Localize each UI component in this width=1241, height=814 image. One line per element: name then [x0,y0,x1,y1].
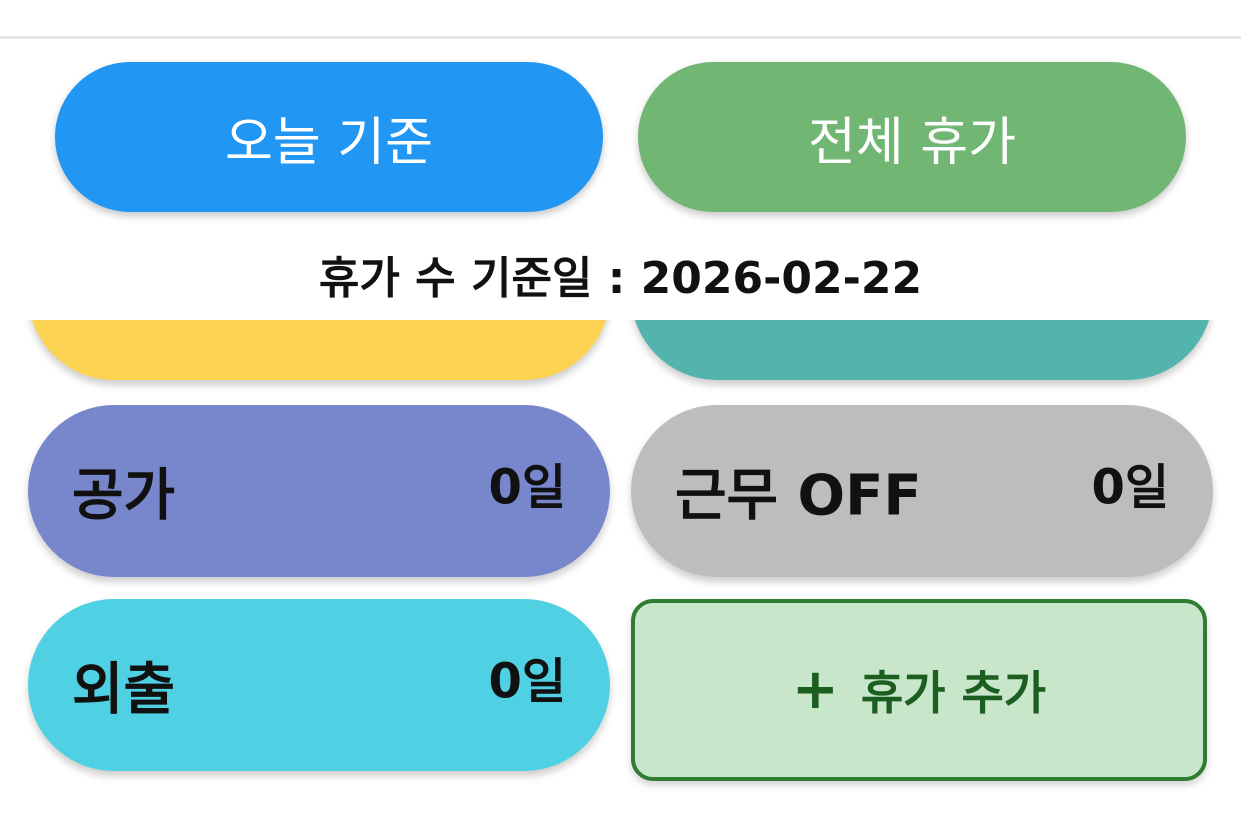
leave-card-partially-hidden-left[interactable] [28,320,610,380]
today-basis-button[interactable]: 오늘 기준 [55,62,603,212]
leave-card-partially-hidden-right[interactable] [631,320,1213,380]
leave-type-grid[interactable]: 공가 0일 근무 OFF 0일 외출 0일 + 휴가 추가 [0,320,1241,814]
leave-card-name: 외출 [72,657,176,723]
all-leave-button[interactable]: 전체 휴가 [638,62,1186,212]
leave-card-name: 공가 [72,463,176,529]
plus-icon: + [791,657,839,722]
add-leave-button[interactable]: + 휴가 추가 [631,599,1207,781]
base-date-label: 휴가 수 기준일 : 2026-02-22 [318,253,923,304]
top-divider [0,36,1241,39]
leave-card-outing[interactable]: 외출 0일 [28,599,610,771]
leave-card-name: 근무 OFF [675,463,922,529]
leave-card-count: 0일 [488,459,566,516]
leave-card-work-off[interactable]: 근무 OFF 0일 [631,405,1213,577]
add-leave-label: 휴가 추가 [860,666,1047,720]
leave-card-count: 0일 [1091,459,1169,516]
leave-card-count: 0일 [488,653,566,710]
leave-card-official-leave[interactable]: 공가 0일 [28,405,610,577]
